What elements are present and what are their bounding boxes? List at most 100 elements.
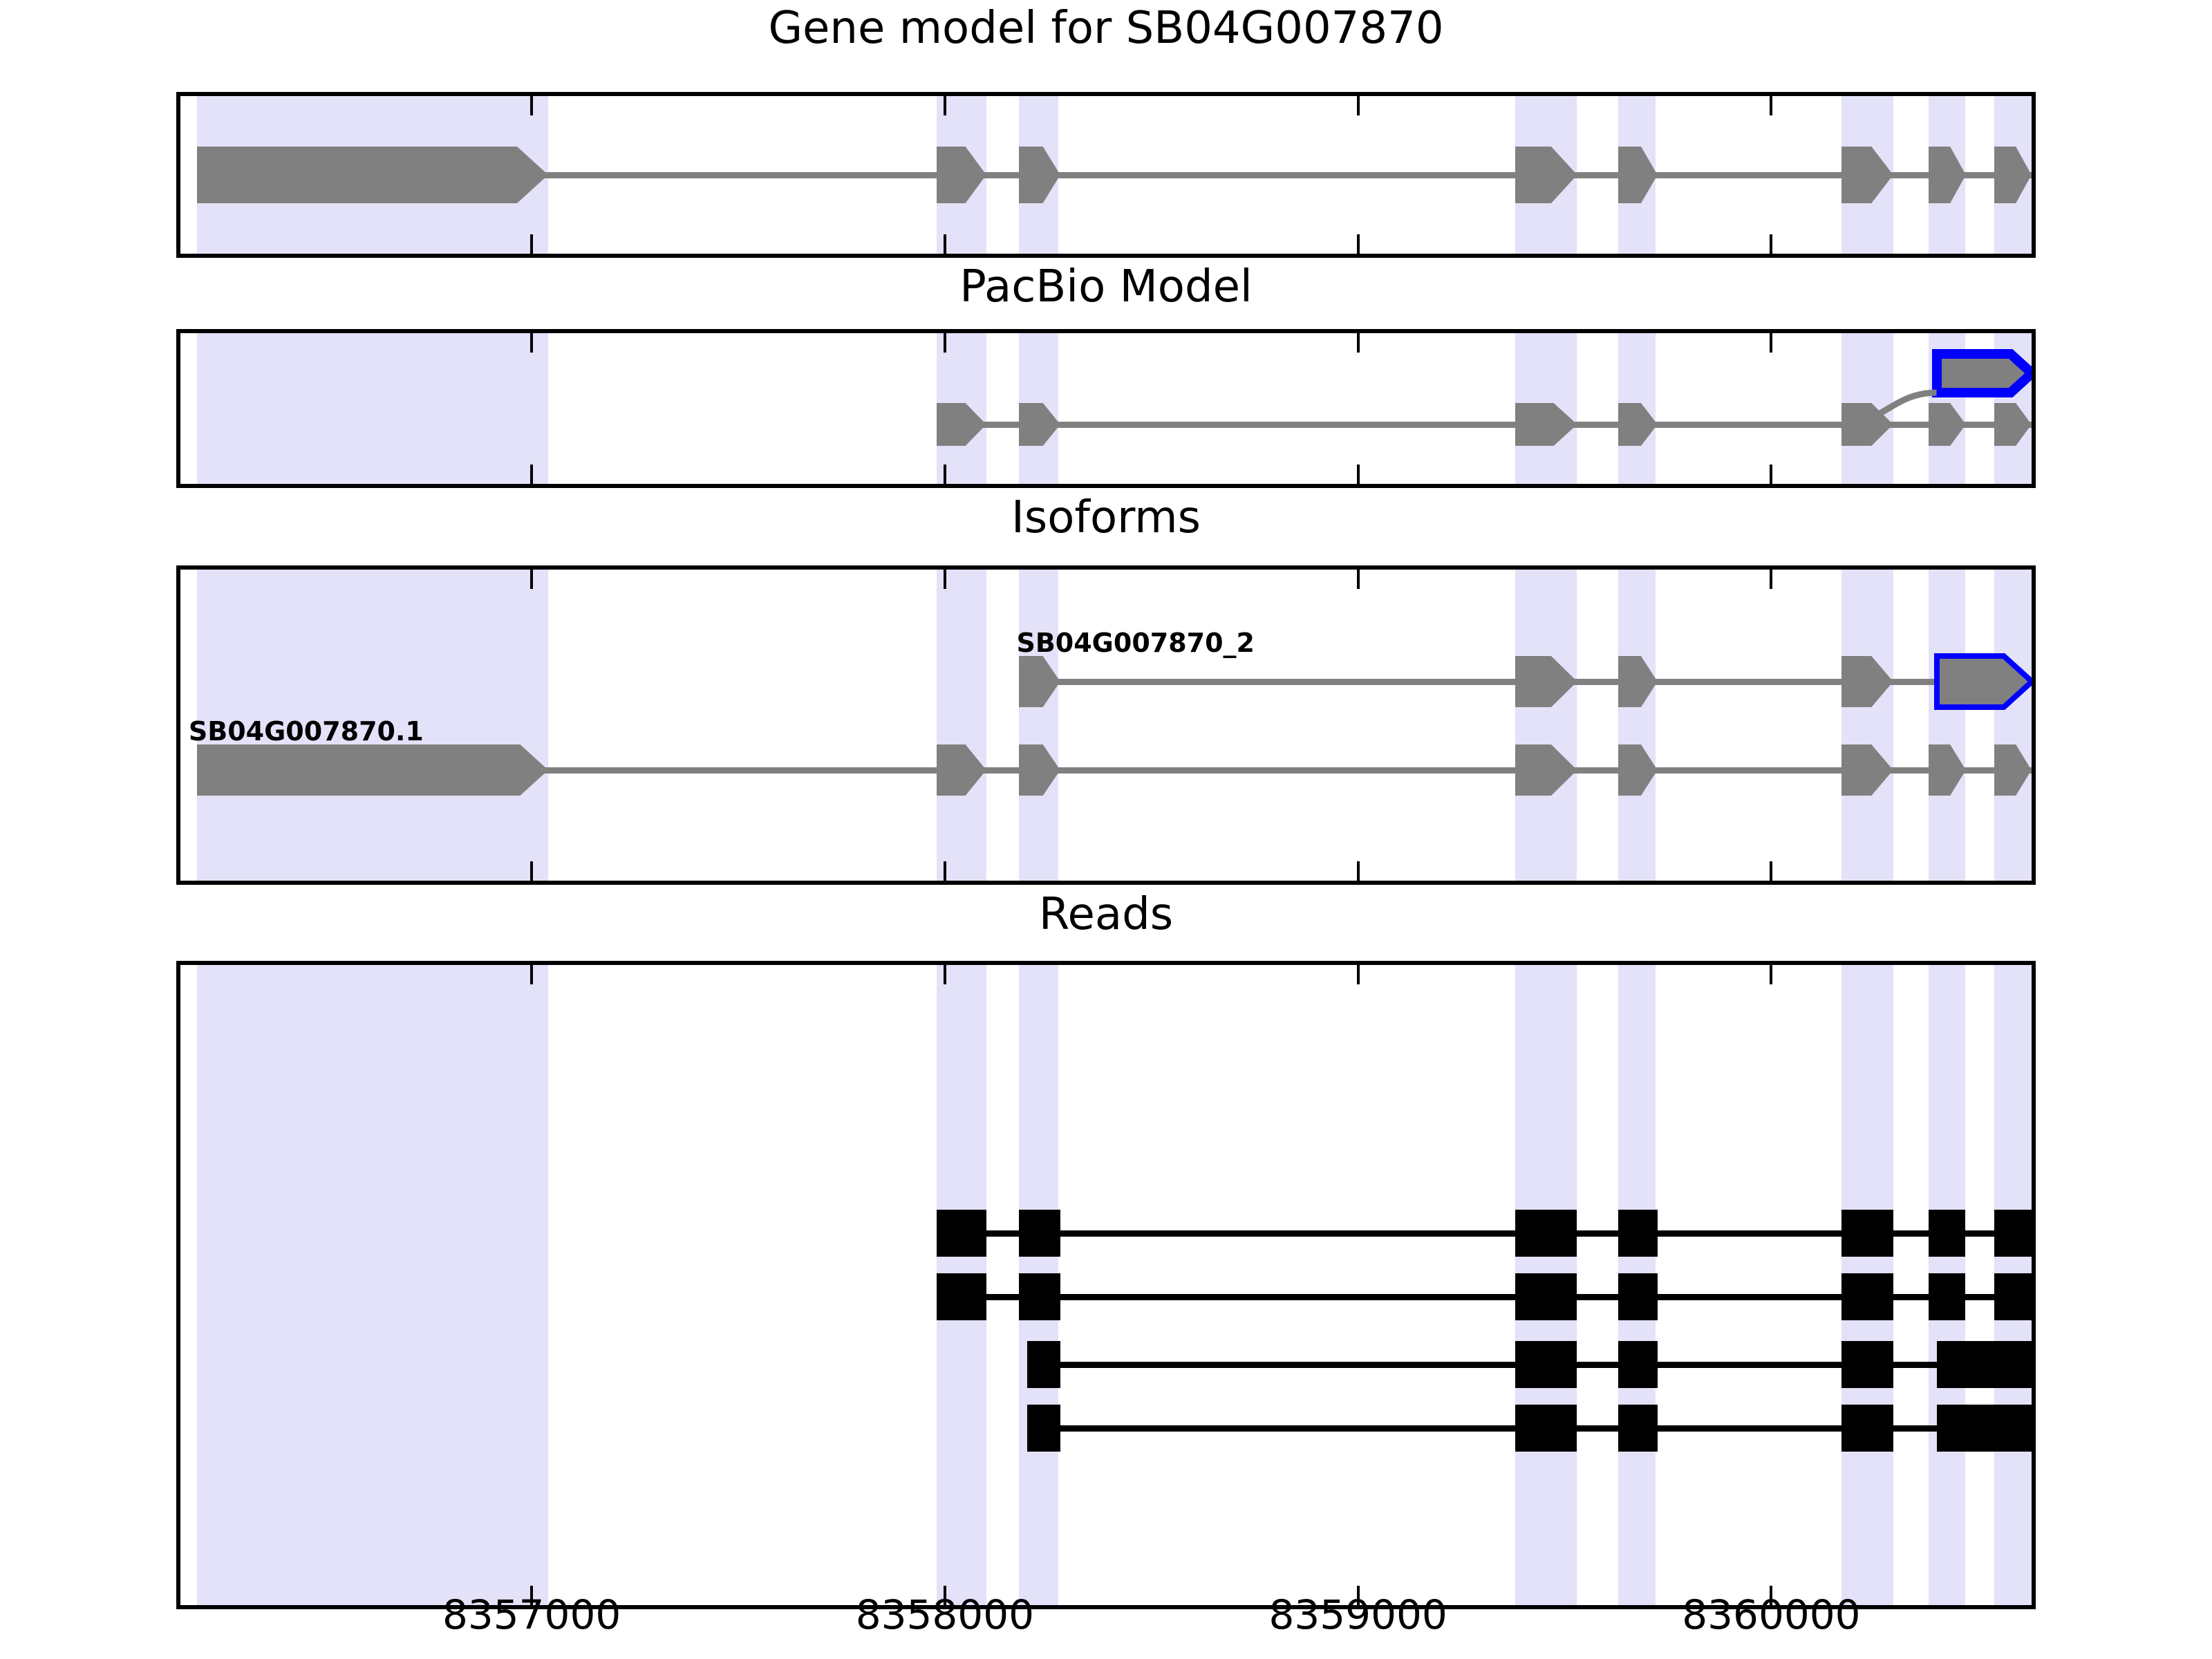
exon-shape (1841, 147, 1893, 203)
exon-shape (1019, 744, 1061, 796)
exon-shape (936, 744, 986, 796)
exon-shape (936, 403, 986, 446)
axis-tick (1356, 965, 1360, 984)
axis-tick (1356, 861, 1360, 881)
axis-tick (530, 96, 534, 115)
splice-connector (1843, 389, 1937, 428)
axis-tick (530, 465, 534, 484)
panel-title-pacbio: PacBio Model (959, 261, 1253, 312)
panel-title-isoforms: Isoforms (1011, 492, 1201, 543)
read-exon-block (1515, 1341, 1577, 1388)
axis-tick (1356, 1586, 1360, 1605)
highlight-band (196, 570, 548, 881)
axis-tick (530, 570, 534, 589)
read-exon-block (1618, 1341, 1658, 1388)
isoform-label-sb04g007870-1: SB04G007870.1 (188, 716, 424, 747)
axis-tick (1356, 234, 1360, 254)
read-exon-block (1841, 1405, 1893, 1452)
exon-shape (1928, 147, 1966, 203)
exon-shape (1841, 744, 1893, 796)
axis-tick (1356, 570, 1360, 589)
highlight-band (196, 965, 548, 1605)
exon-shape (1618, 656, 1658, 707)
panel-title-reads: Reads (1038, 889, 1174, 940)
exon-shape (1994, 744, 2032, 796)
read-exon-block (1027, 1341, 1061, 1388)
axis-tick (530, 234, 534, 254)
axis-tick (1770, 570, 1773, 589)
read-exon-block (1936, 1341, 2032, 1388)
exon-shape (1515, 656, 1577, 707)
read-exon-block (1841, 1341, 1893, 1388)
exon-shape (1931, 349, 2032, 397)
axis-tick (943, 465, 946, 484)
exon-shape (1933, 653, 2032, 710)
highlight-band (196, 333, 548, 484)
axis-tick (943, 570, 946, 589)
exon-shape (1994, 403, 2032, 446)
isoform-label-sb04g007870-2: SB04G007870_2 (1016, 628, 1255, 658)
exon-shape (1928, 403, 1966, 446)
axis-tick (1770, 1586, 1773, 1605)
exon-shape (1019, 147, 1061, 203)
read-exon-block (936, 1273, 986, 1320)
read-exon-block (1994, 1210, 2032, 1257)
axis-tick (943, 234, 946, 254)
exon-shape (1515, 403, 1577, 446)
x-tick-label: 8357000 (442, 1591, 621, 1638)
x-tick-label: 8359000 (1268, 1591, 1447, 1638)
exon-shape (1019, 656, 1061, 707)
axis-tick (1356, 465, 1360, 484)
axis-tick (530, 861, 534, 881)
exon-shape (1994, 147, 2032, 203)
axis-tick (1770, 234, 1773, 254)
axis-tick (943, 96, 946, 115)
exon-shape (1841, 656, 1893, 707)
exon-shape (1618, 403, 1658, 446)
intron-line (936, 421, 2032, 428)
read-exon-block (1928, 1210, 1966, 1257)
highlight-band (1515, 570, 1577, 881)
read-exon-block (1618, 1210, 1658, 1257)
exon-shape (196, 147, 549, 203)
panel-title-gene-model: Gene model for SB04G007870 (768, 3, 1444, 54)
exon-shape (1618, 744, 1658, 796)
exon-shape (1928, 744, 1966, 796)
panel-pacbio-model (176, 329, 2036, 488)
intron-line (196, 171, 2032, 178)
highlight-band (1928, 570, 1966, 881)
panel-gene-model (176, 92, 2036, 258)
highlight-band (1618, 570, 1656, 881)
read-exon-block (1928, 1273, 1966, 1320)
axis-tick (943, 1586, 946, 1605)
axis-tick (943, 861, 946, 881)
read-exon-block (1019, 1210, 1061, 1257)
axis-tick (1770, 96, 1773, 115)
x-tick-label: 8360000 (1682, 1591, 1861, 1638)
axis-tick (943, 965, 946, 984)
axis-tick (1356, 96, 1360, 115)
axis-tick (943, 333, 946, 353)
read-exon-block (1841, 1273, 1893, 1320)
read-exon-block (1515, 1210, 1577, 1257)
x-tick-label: 8358000 (855, 1591, 1035, 1638)
intron-line (196, 767, 2032, 774)
exon-shape (936, 147, 986, 203)
read-exon-block (1027, 1405, 1061, 1452)
axis-tick (530, 965, 534, 984)
read-exon-block (1936, 1405, 2032, 1452)
read-exon-block (1618, 1273, 1658, 1320)
read-intron-line (936, 1293, 2032, 1300)
read-exon-block (1515, 1405, 1577, 1452)
axis-tick (530, 1586, 534, 1605)
exon-shape (196, 744, 549, 796)
axis-tick (1770, 333, 1773, 353)
read-exon-block (1019, 1273, 1061, 1320)
highlight-band (1841, 570, 1893, 881)
axis-tick (1770, 465, 1773, 484)
panel-reads (176, 961, 2036, 1609)
highlight-band (1994, 570, 2032, 881)
axis-tick (1356, 333, 1360, 353)
